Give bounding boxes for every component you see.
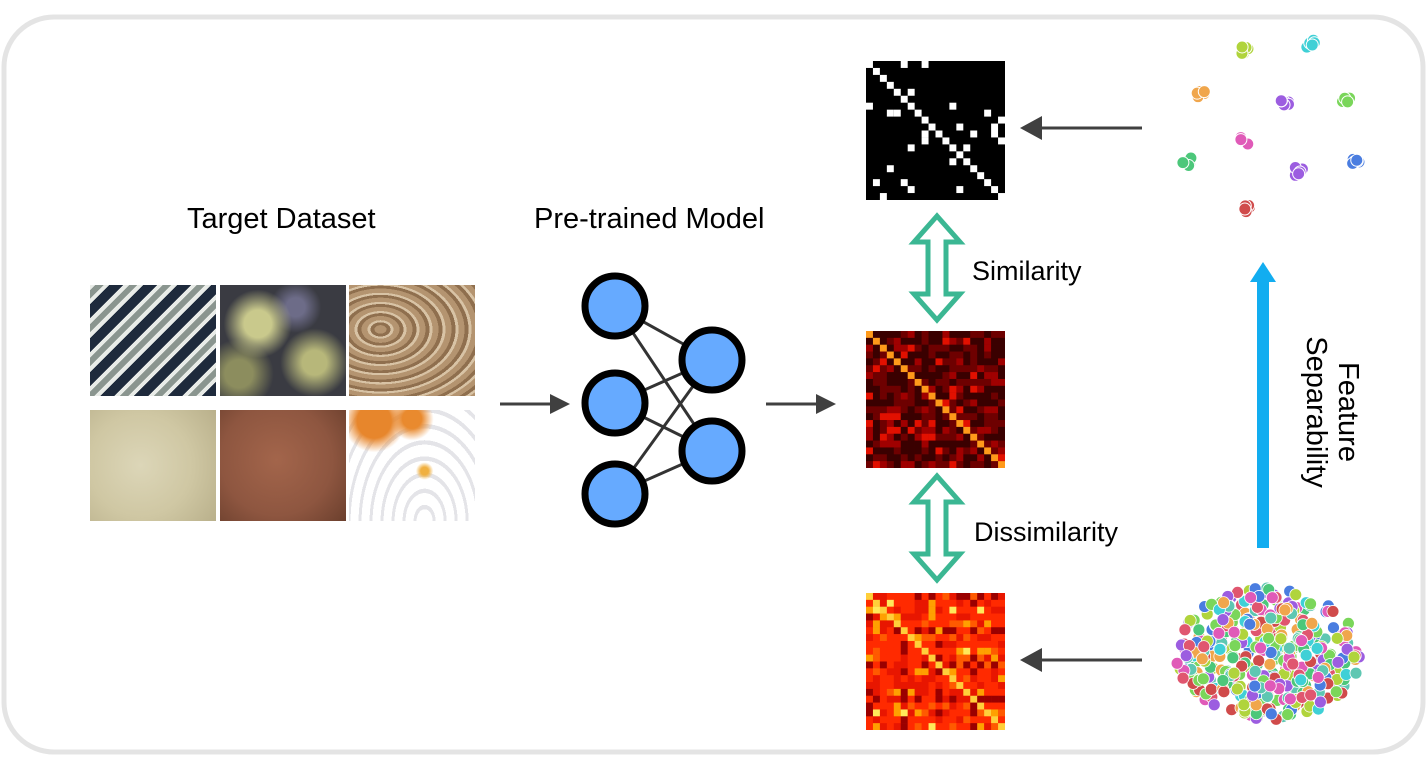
- feature-separability-label: Feature Separability: [1300, 336, 1364, 488]
- input-node-3: [581, 460, 649, 528]
- feature-cluster: [1288, 161, 1309, 182]
- feature-cluster: [1346, 152, 1366, 170]
- arrow-mixed-to-pretrained: [1020, 648, 1142, 672]
- feature-cluster: [1235, 40, 1255, 60]
- texture-thumbnail-stripes: [90, 285, 216, 396]
- input-node-1: [581, 272, 649, 340]
- texture-thumbnail-crystalline: [220, 285, 346, 396]
- ideal-similarity-matrix: [866, 61, 1005, 200]
- output-node-2: [678, 417, 746, 485]
- feature-cluster: [1274, 94, 1296, 112]
- arrow-clusters-to-binary: [1020, 116, 1142, 140]
- texture-thumbnail-fibrous: [90, 410, 216, 521]
- dissimilarity-label: Dissimilarity: [974, 517, 1118, 547]
- texture-thumbnail-flowers: [349, 410, 475, 521]
- feature-cluster: [1176, 151, 1198, 173]
- feature-cluster: [1238, 199, 1256, 219]
- output-node-1: [678, 326, 746, 394]
- similarity-double-arrow: [908, 212, 966, 324]
- feature-cluster: [1233, 131, 1255, 151]
- pretrained-model-title: Pre-trained Model: [534, 203, 765, 235]
- feature-cluster: [1300, 33, 1321, 54]
- pretrained-similarity-matrix: [866, 593, 1005, 730]
- texture-thumbnail-porous: [220, 410, 346, 521]
- target-dataset-title: Target Dataset: [187, 203, 376, 235]
- arrow-dataset-to-model: [500, 394, 570, 414]
- mixed-feature-cloud: [1170, 581, 1366, 726]
- feature-cluster: [1336, 91, 1357, 109]
- separated-feature-clusters: [1176, 33, 1366, 219]
- learned-similarity-matrix: [866, 331, 1005, 468]
- texture-thumbnail-braided: [349, 285, 475, 396]
- dissimilarity-double-arrow: [908, 472, 966, 584]
- input-node-2: [581, 369, 649, 437]
- similarity-label: Similarity: [972, 256, 1082, 286]
- arrow-model-to-matrix: [766, 394, 836, 414]
- feature-separability-arrow: [1250, 262, 1276, 548]
- feature-cluster: [1190, 84, 1211, 104]
